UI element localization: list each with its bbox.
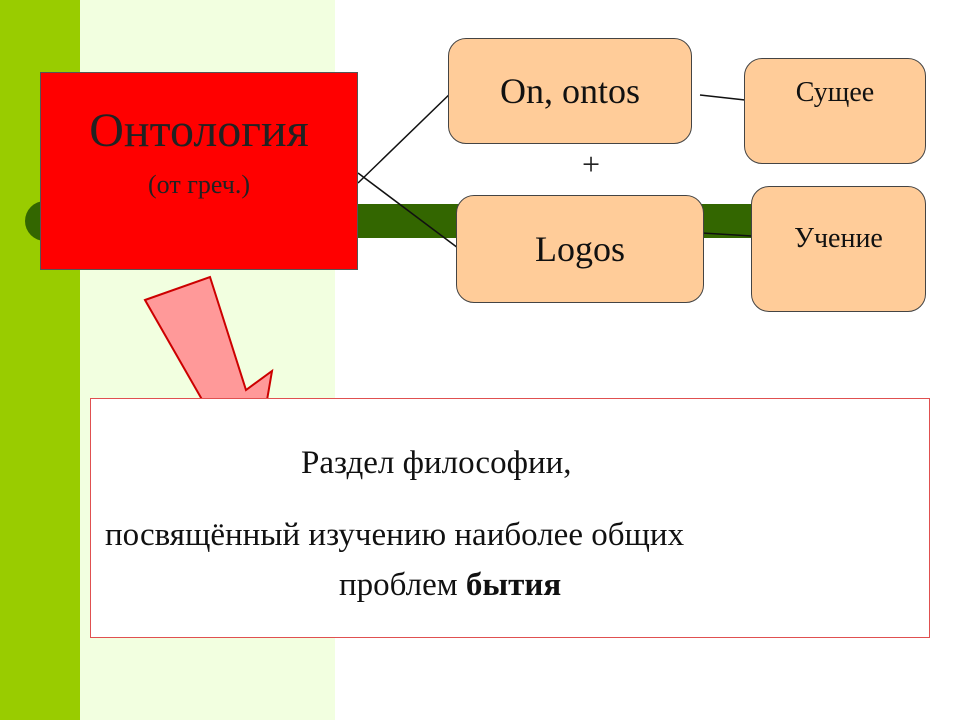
connector-logos-to-uchenie — [701, 232, 753, 237]
ontology-subtitle: (от греч.) — [148, 170, 250, 199]
node-on-ontos-label: On, ontos — [499, 71, 640, 111]
node-sushchee: Сущее — [744, 58, 926, 164]
connector-main-to-on — [357, 87, 457, 184]
connector-on-to-sushchee — [699, 94, 746, 101]
plus-sign: + — [582, 146, 601, 182]
node-logos: Logos — [456, 195, 704, 303]
definition-line-3-text: проблем — [339, 567, 466, 603]
connector-main-to-logos — [357, 172, 459, 249]
definition-box: Раздел философии, посвящённый изучению н… — [90, 398, 930, 638]
definition-line-2: посвящённый изучению наиболее общих — [105, 517, 685, 553]
node-sushchee-label: Сущее — [795, 77, 875, 108]
definition-line-1: Раздел философии, — [301, 445, 572, 481]
node-logos-label: Logos — [535, 229, 625, 269]
node-on-ontos: On, ontos — [448, 38, 692, 144]
definition-bold-word: бытия — [465, 567, 562, 603]
ontology-title: Онтология — [89, 104, 309, 157]
node-uchenie-label: Учение — [794, 223, 883, 254]
node-uchenie: Учение — [751, 186, 926, 312]
definition-line-3: проблем бытия — [339, 567, 561, 604]
ontology-box: Онтология (от греч.) — [40, 72, 358, 270]
